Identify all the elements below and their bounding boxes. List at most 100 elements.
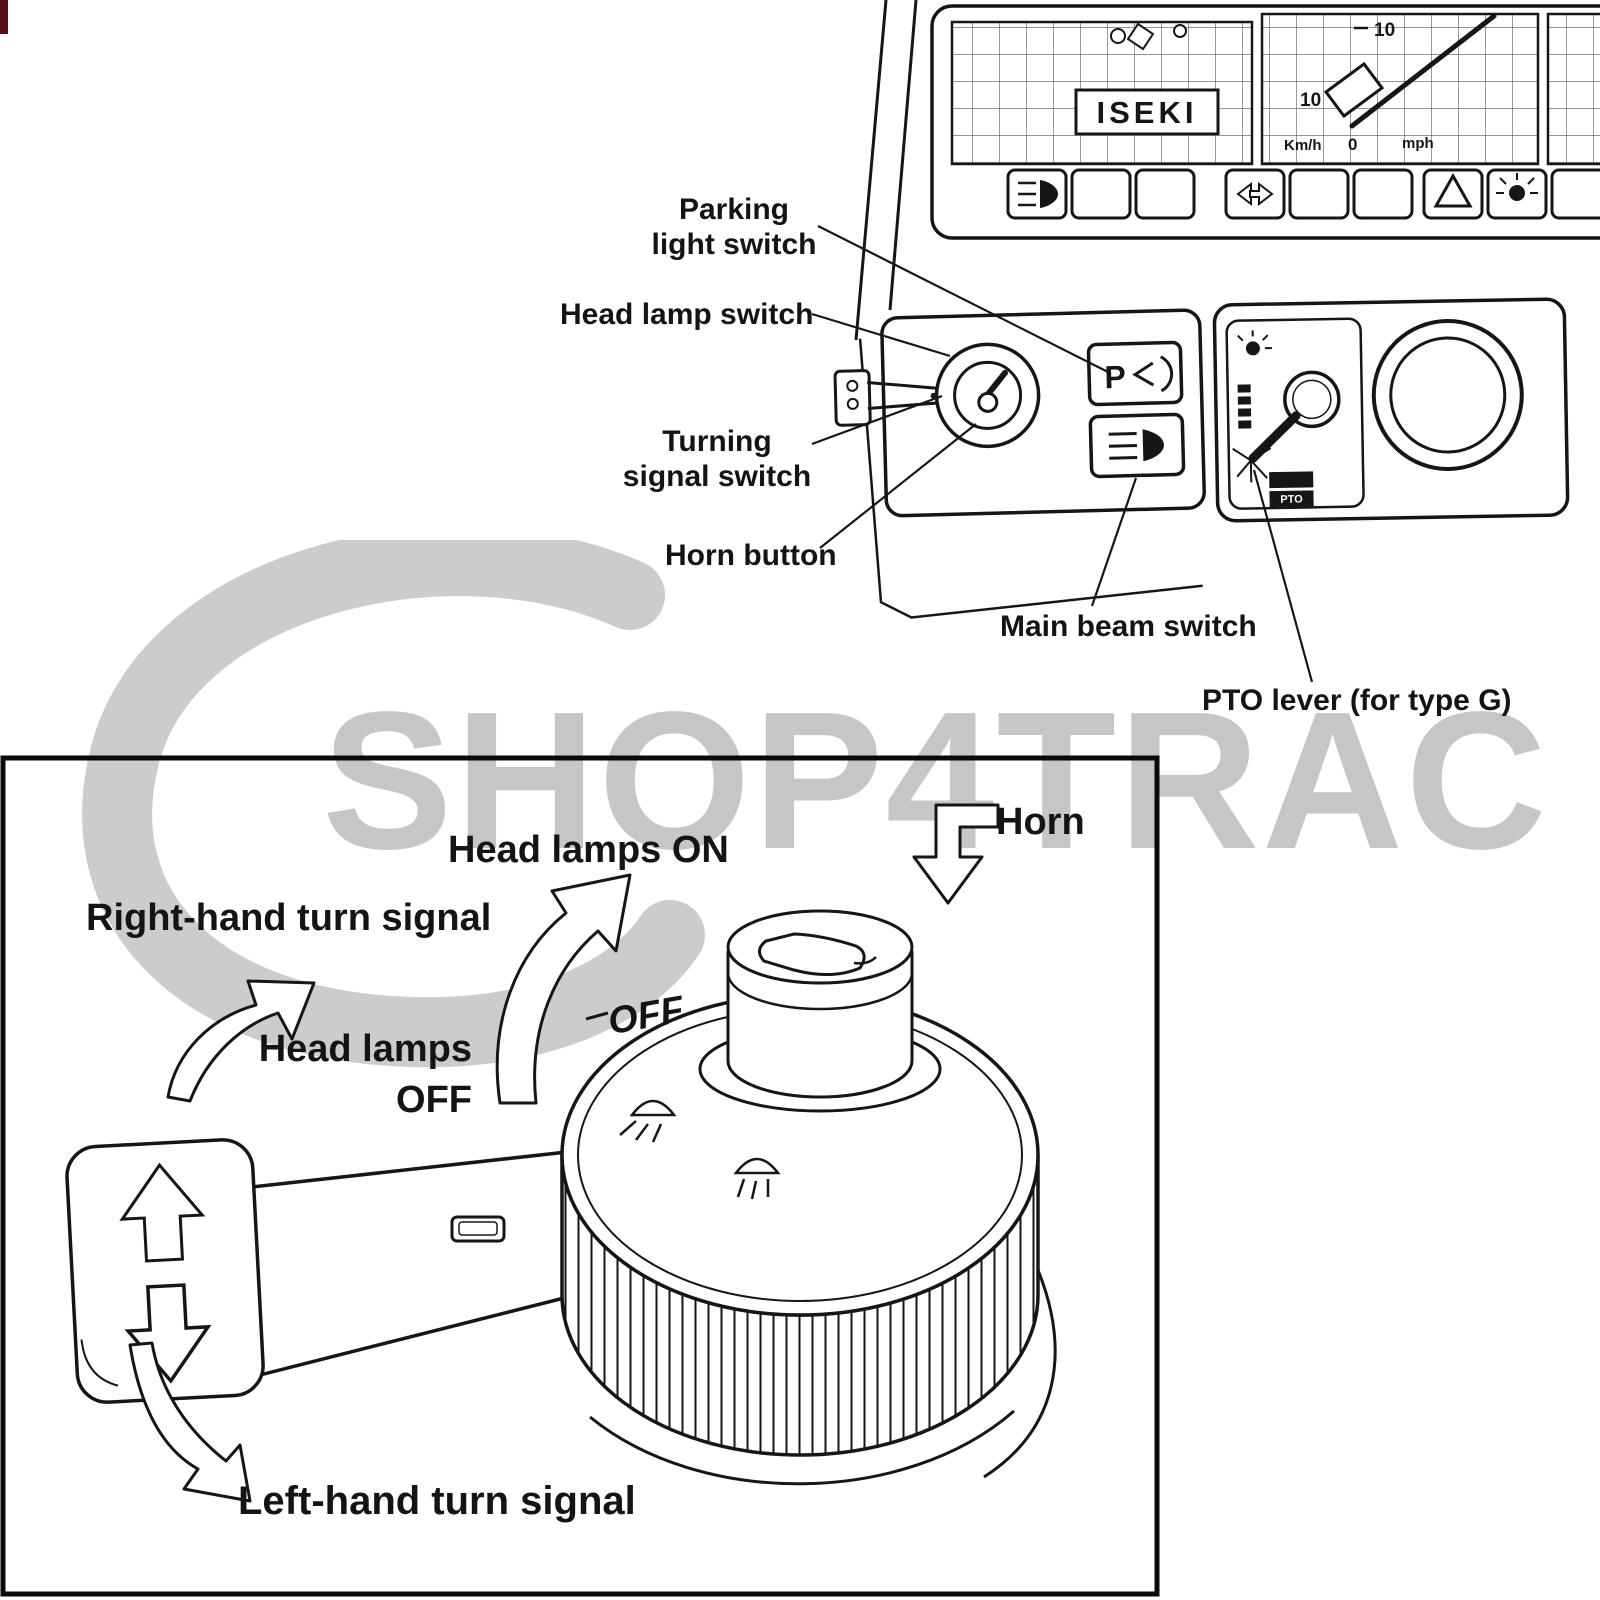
- main-beam-icon: [1108, 429, 1164, 462]
- pto-badge-text: PTO: [1280, 494, 1303, 506]
- horn-rim: [726, 972, 914, 1011]
- main-beam-ray: [1108, 443, 1138, 448]
- work-lamp-core: [1245, 341, 1260, 356]
- column-line-1: [854, 0, 888, 341]
- turn-signal-icon: [1236, 181, 1274, 207]
- stalk-bottom: [867, 401, 942, 410]
- watermark-text: SHOP4TRAC: [322, 671, 1549, 890]
- low-beam-ray: [750, 1180, 758, 1200]
- left-turn-arrow: [128, 1341, 252, 1503]
- aux-dial-inner: [1389, 336, 1507, 454]
- parking-light-icon-rays: [1132, 361, 1155, 387]
- leader-horn: [819, 423, 977, 549]
- stalk-top: [867, 381, 942, 391]
- horn-icon: [758, 932, 877, 977]
- label-pto-lever: PTO lever (for type G): [1202, 684, 1512, 717]
- off-tick: [585, 1011, 609, 1021]
- pto-lever-shaft: [1248, 411, 1301, 463]
- main-beam-ray: [1108, 431, 1137, 436]
- knob-edge-line: [80, 1339, 119, 1387]
- main-beam-lens: [1142, 429, 1164, 462]
- horn-center: [977, 391, 999, 413]
- label-main-beam-switch: Main beam switch: [1000, 610, 1257, 643]
- light-control-console: P: [833, 308, 1206, 619]
- work-lamp-icon: [1237, 330, 1272, 356]
- cluster-screen-far-right: [1546, 12, 1600, 166]
- cluster-diamond-icon: [1126, 22, 1155, 51]
- up-arrow-icon: [119, 1162, 206, 1263]
- label-head-lamp-switch: Head lamp switch: [560, 298, 814, 331]
- dashboard-diagram: ISEKI 10 10 Km/h 0 mph: [811, 0, 1600, 683]
- instrument-cluster: ISEKI 10 10 Km/h 0 mph: [930, 4, 1600, 240]
- cluster-button: [1550, 168, 1600, 220]
- label-parking-light-switch: Parking light switch: [651, 193, 817, 262]
- head-lamps-on-arrow: [495, 873, 632, 1105]
- bracket-screw: [846, 379, 859, 392]
- label-horn-button: Horn button: [665, 539, 837, 572]
- parking-light-icon: [1159, 355, 1174, 393]
- cluster-button: [1352, 168, 1414, 220]
- leader-turning: [811, 394, 943, 446]
- beacon-icon: [1496, 173, 1538, 201]
- column-line-2: [888, 0, 918, 311]
- hazard-triangle-icon: [1433, 172, 1473, 208]
- needle-slider: [1323, 61, 1385, 119]
- cluster-knob-icon: [1173, 24, 1187, 38]
- high-beam-ray: [651, 1123, 663, 1143]
- horn-body: [726, 951, 914, 1099]
- label-right-hand-turn-signal: Right-hand turn signal: [86, 897, 492, 939]
- cluster-knob-icon: [1110, 28, 1126, 44]
- high-beam-icon: [629, 1099, 677, 1117]
- pto-knob-inner: [1292, 379, 1332, 420]
- arm-slider-inner: [458, 1221, 498, 1236]
- level-bars-icon: [1237, 384, 1252, 429]
- pto-badge-upper: [1269, 471, 1314, 489]
- level-bar: [1238, 420, 1252, 429]
- unit-mph-text: mph: [1402, 135, 1434, 152]
- level-bar: [1237, 408, 1252, 417]
- right-turn-arrow: [166, 979, 316, 1103]
- pto-burst-icon: [1232, 447, 1272, 483]
- high-beam-ray: [635, 1123, 649, 1141]
- turn-arrow-right: [1249, 181, 1274, 207]
- steering-column: [854, 0, 918, 341]
- label-left-hand-turn-signal: Left-hand turn signal: [238, 1479, 636, 1523]
- leader-lines: [811, 225, 1314, 683]
- leader-parking: [817, 225, 1109, 373]
- scale-top-text: 10: [1374, 20, 1395, 41]
- aux-dial-outer: [1371, 318, 1524, 471]
- level-bar: [1237, 396, 1251, 405]
- label-horn: Horn: [996, 801, 1085, 843]
- scale-zero-text: 0: [1348, 135, 1357, 154]
- headlamp-icon: [1018, 180, 1058, 208]
- low-beam-ray: [736, 1178, 746, 1198]
- leader-mainbeam: [1090, 477, 1138, 607]
- label-head-lamps-off-line1: Head lamps: [258, 1028, 472, 1070]
- figure-border: [0, 755, 1160, 1597]
- scale-left-text: 10: [1300, 90, 1321, 111]
- base-curve-bottom: [589, 1409, 1015, 1486]
- direction-arrows: [128, 803, 1000, 1503]
- pto-subpanel: [1225, 317, 1365, 510]
- horn-arrow: [912, 803, 1000, 905]
- arm-body: [250, 1149, 586, 1380]
- lever-end-knob: [65, 1138, 265, 1404]
- beacon-ray: [1499, 177, 1507, 185]
- beacon-core: [1509, 185, 1525, 201]
- horn-push-button: [698, 909, 942, 1113]
- headlamp-icon-lens: [1040, 180, 1058, 208]
- low-beam-icon: [733, 1157, 781, 1175]
- console-panel: [880, 308, 1206, 518]
- turn-signal-switch-inner: [953, 360, 1023, 430]
- speed-needle: [1349, 13, 1497, 129]
- beacon-ray: [1527, 177, 1535, 185]
- unit-kmh-text: Km/h: [1284, 137, 1322, 154]
- cluster-button: [1070, 168, 1132, 220]
- label-head-lamps-on: Head lamps ON: [448, 829, 729, 871]
- level-bar: [1237, 384, 1251, 393]
- scan-artifact: [0, 0, 8, 34]
- horn-top-face: [726, 909, 914, 985]
- label-head-lamps-off: Head lamps OFF: [250, 1024, 472, 1127]
- main-beam-ray: [1109, 455, 1138, 460]
